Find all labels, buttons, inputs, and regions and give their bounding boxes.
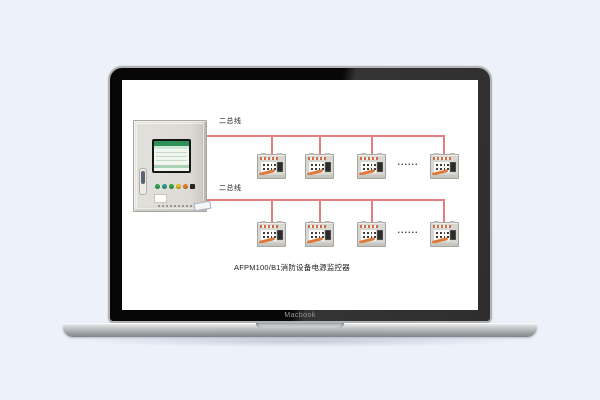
monitor-module xyxy=(305,153,334,179)
module-base xyxy=(358,175,385,178)
cabinet-button-row xyxy=(155,184,195,189)
module-ellipsis-top: ...... xyxy=(397,157,419,167)
module-tab xyxy=(261,153,266,155)
monitor-module xyxy=(357,221,386,247)
cabinet-display xyxy=(152,139,191,173)
drop-line xyxy=(271,201,273,222)
module-title-strip xyxy=(260,225,278,228)
module-connector xyxy=(325,162,331,172)
module-base xyxy=(431,175,458,178)
module-connector xyxy=(450,230,456,240)
module-title-strip xyxy=(308,225,326,228)
module-base xyxy=(306,175,333,178)
module-tab xyxy=(325,221,330,223)
laptop-base xyxy=(63,323,537,337)
module-connector xyxy=(277,162,283,172)
drop-line xyxy=(371,201,373,222)
handle-grip xyxy=(141,171,145,184)
module-tab xyxy=(309,153,314,155)
module-connector xyxy=(277,230,283,240)
bus-line-top xyxy=(207,135,445,137)
module-label xyxy=(434,230,449,241)
module-label xyxy=(309,230,324,241)
module-connector xyxy=(377,162,383,172)
monitor-module xyxy=(357,153,386,179)
cabinet-brand-text xyxy=(158,205,196,207)
module-tab xyxy=(325,153,330,155)
module-tab xyxy=(309,221,314,223)
module-label xyxy=(261,162,276,173)
display-row-line xyxy=(156,152,187,153)
module-tab xyxy=(361,153,366,155)
display-row-line xyxy=(156,160,187,161)
module-tab xyxy=(434,153,439,155)
monitor-cabinet xyxy=(133,120,212,212)
drop-line xyxy=(371,137,373,154)
display-header-bar xyxy=(154,141,189,146)
module-label xyxy=(361,230,376,241)
drop-line xyxy=(319,137,321,154)
module-connector xyxy=(377,230,383,240)
module-base xyxy=(306,243,333,246)
cabinet-button-green xyxy=(169,184,174,189)
module-title-strip xyxy=(360,157,378,160)
cabinet-button-orange xyxy=(183,184,188,189)
cabinet-handle xyxy=(139,168,147,195)
module-connector xyxy=(450,162,456,172)
monitor-module xyxy=(430,153,459,179)
bus-label-top: 二总线 xyxy=(219,118,242,125)
cabinet-button-yellow xyxy=(176,184,181,189)
module-label xyxy=(309,162,324,173)
module-title-strip xyxy=(433,225,451,228)
display-row-line xyxy=(156,156,187,157)
module-ellipsis-bottom: ...... xyxy=(397,225,419,235)
laptop-base-notch xyxy=(256,323,344,328)
screen-canvas: 二总线 xyxy=(122,80,478,310)
diagram-caption: AFPM100/B1消防设备电源监控器 xyxy=(234,263,350,272)
cabinet-sticker xyxy=(154,194,167,203)
module-title-strip xyxy=(260,157,278,160)
drop-line xyxy=(443,135,445,154)
monitor-module xyxy=(305,221,334,247)
module-tab xyxy=(277,221,282,223)
module-label xyxy=(261,230,276,241)
module-base xyxy=(258,243,285,246)
module-title-strip xyxy=(433,157,451,160)
laptop-screen-bezel: 二总线 xyxy=(108,66,492,323)
laptop-brand-label: Macbook xyxy=(284,312,316,319)
bus-label-bottom: 二总线 xyxy=(219,185,242,192)
module-tab xyxy=(277,153,282,155)
cabinet-button-teal xyxy=(162,184,167,189)
module-tab xyxy=(377,221,382,223)
module-tab xyxy=(450,153,455,155)
monitor-module xyxy=(257,153,286,179)
module-base xyxy=(258,175,285,178)
module-label xyxy=(434,162,449,173)
module-base xyxy=(358,243,385,246)
drop-line xyxy=(271,137,273,154)
bus-line-bottom xyxy=(207,199,445,201)
cabinet-door xyxy=(136,123,204,209)
laptop-shadow xyxy=(78,335,522,347)
module-tab xyxy=(361,221,366,223)
module-base xyxy=(431,243,458,246)
module-title-strip xyxy=(360,225,378,228)
cabinet-display-ui xyxy=(154,141,189,171)
module-title-strip xyxy=(308,157,326,160)
drop-line xyxy=(443,199,445,222)
module-tab xyxy=(261,221,266,223)
display-subheader-bar xyxy=(154,146,189,149)
cabinet-corner-tag xyxy=(193,200,212,212)
module-tab xyxy=(450,221,455,223)
module-connector xyxy=(325,230,331,240)
module-tab xyxy=(377,153,382,155)
cabinet-button-dark xyxy=(190,184,195,189)
display-footer-bar xyxy=(154,165,189,168)
module-tab xyxy=(434,221,439,223)
module-label xyxy=(361,162,376,173)
drop-line xyxy=(319,201,321,222)
monitor-module xyxy=(257,221,286,247)
cabinet-button-green xyxy=(155,184,160,189)
monitor-module xyxy=(430,221,459,247)
